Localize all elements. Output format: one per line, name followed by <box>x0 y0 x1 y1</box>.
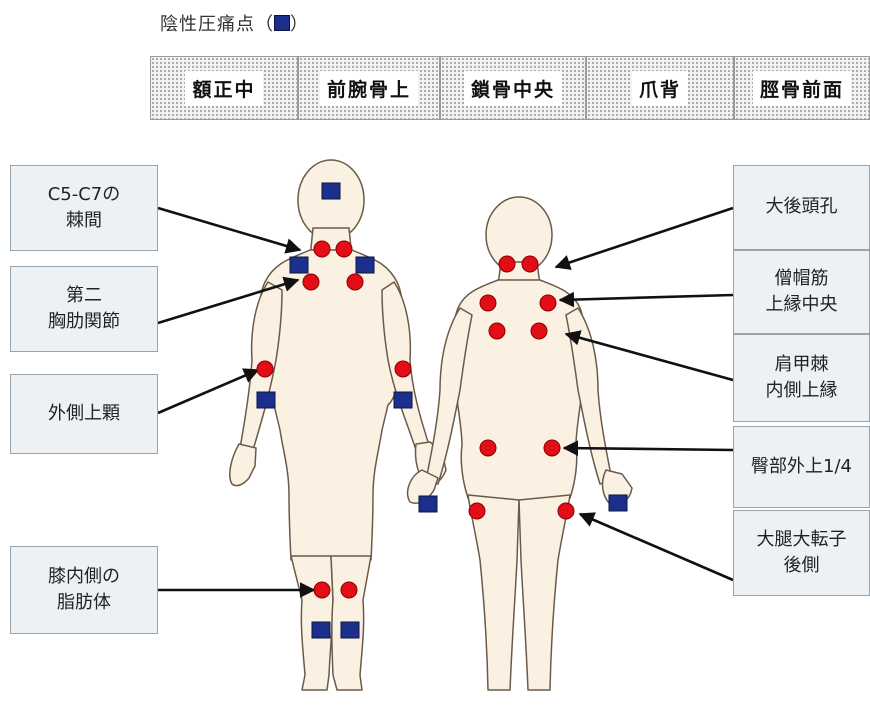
tender-point-rib-right <box>347 274 363 290</box>
tender-point-knee-left <box>314 582 330 598</box>
back-left-leg <box>468 495 519 690</box>
back-figure <box>408 197 632 690</box>
tender-point-gluteal-right <box>544 440 560 456</box>
negative-marker-left-clavicle <box>290 257 308 273</box>
negative-marker-left-tibia <box>312 622 330 638</box>
negative-marker-right-nail <box>609 495 627 511</box>
arrow-lateral-epicondyle <box>158 370 258 413</box>
negative-marker-right-forearm <box>394 392 412 408</box>
negative-marker-left-nail <box>419 496 437 512</box>
tender-point-knee-right <box>341 582 357 598</box>
negative-marker-left-forearm <box>257 392 275 408</box>
tender-point-trochanter-left <box>469 503 485 519</box>
negative-marker-forehead <box>322 183 340 199</box>
label-greater-trochanter: 大腿大転子 後側 <box>733 510 870 596</box>
label-scapular-spine: 肩甲棘 内側上縁 <box>733 334 870 422</box>
back-right-leg <box>519 495 570 690</box>
front-left-hand <box>230 444 256 486</box>
negative-marker-right-tibia <box>341 622 359 638</box>
label-occiput: 大後頭孔 <box>733 165 870 250</box>
tender-point-epicondyle-right <box>395 361 411 377</box>
tender-point-rib-left <box>303 274 319 290</box>
arrow-occiput <box>556 208 733 267</box>
tender-point-trapezius-right <box>540 295 556 311</box>
arrow-gluteal <box>564 448 733 450</box>
label-gluteal-upper-outer: 臀部外上1/4 <box>733 426 870 508</box>
tender-point-scapula-left <box>489 323 505 339</box>
tender-point-c5c7-left <box>314 241 330 257</box>
tender-point-trochanter-right <box>558 503 574 519</box>
arrow-trapezius <box>560 295 733 300</box>
arrow-trochanter <box>580 514 733 580</box>
label-trapezius-mid-upper: 僧帽筋 上縁中央 <box>733 250 870 334</box>
back-torso <box>453 280 585 512</box>
label-medial-knee-fat-pad: 膝内側の 脂肪体 <box>10 546 158 634</box>
tender-point-occiput-right <box>522 256 538 272</box>
tender-point-scapula-right <box>531 323 547 339</box>
tender-point-occiput-left <box>499 256 515 272</box>
tender-point-epicondyle-left <box>257 361 273 377</box>
tender-point-trapezius-left <box>480 295 496 311</box>
tender-point-gluteal-left <box>480 440 496 456</box>
label-second-costochondral: 第二 胸肋関節 <box>10 266 158 352</box>
label-c5-c7-interspinous: C5-C7の 棘間 <box>10 165 158 251</box>
negative-marker-right-clavicle <box>356 257 374 273</box>
tender-point-c5c7-right <box>336 241 352 257</box>
label-lateral-epicondyle: 外側上顆 <box>10 374 158 454</box>
arrow-c5c7 <box>158 208 300 250</box>
